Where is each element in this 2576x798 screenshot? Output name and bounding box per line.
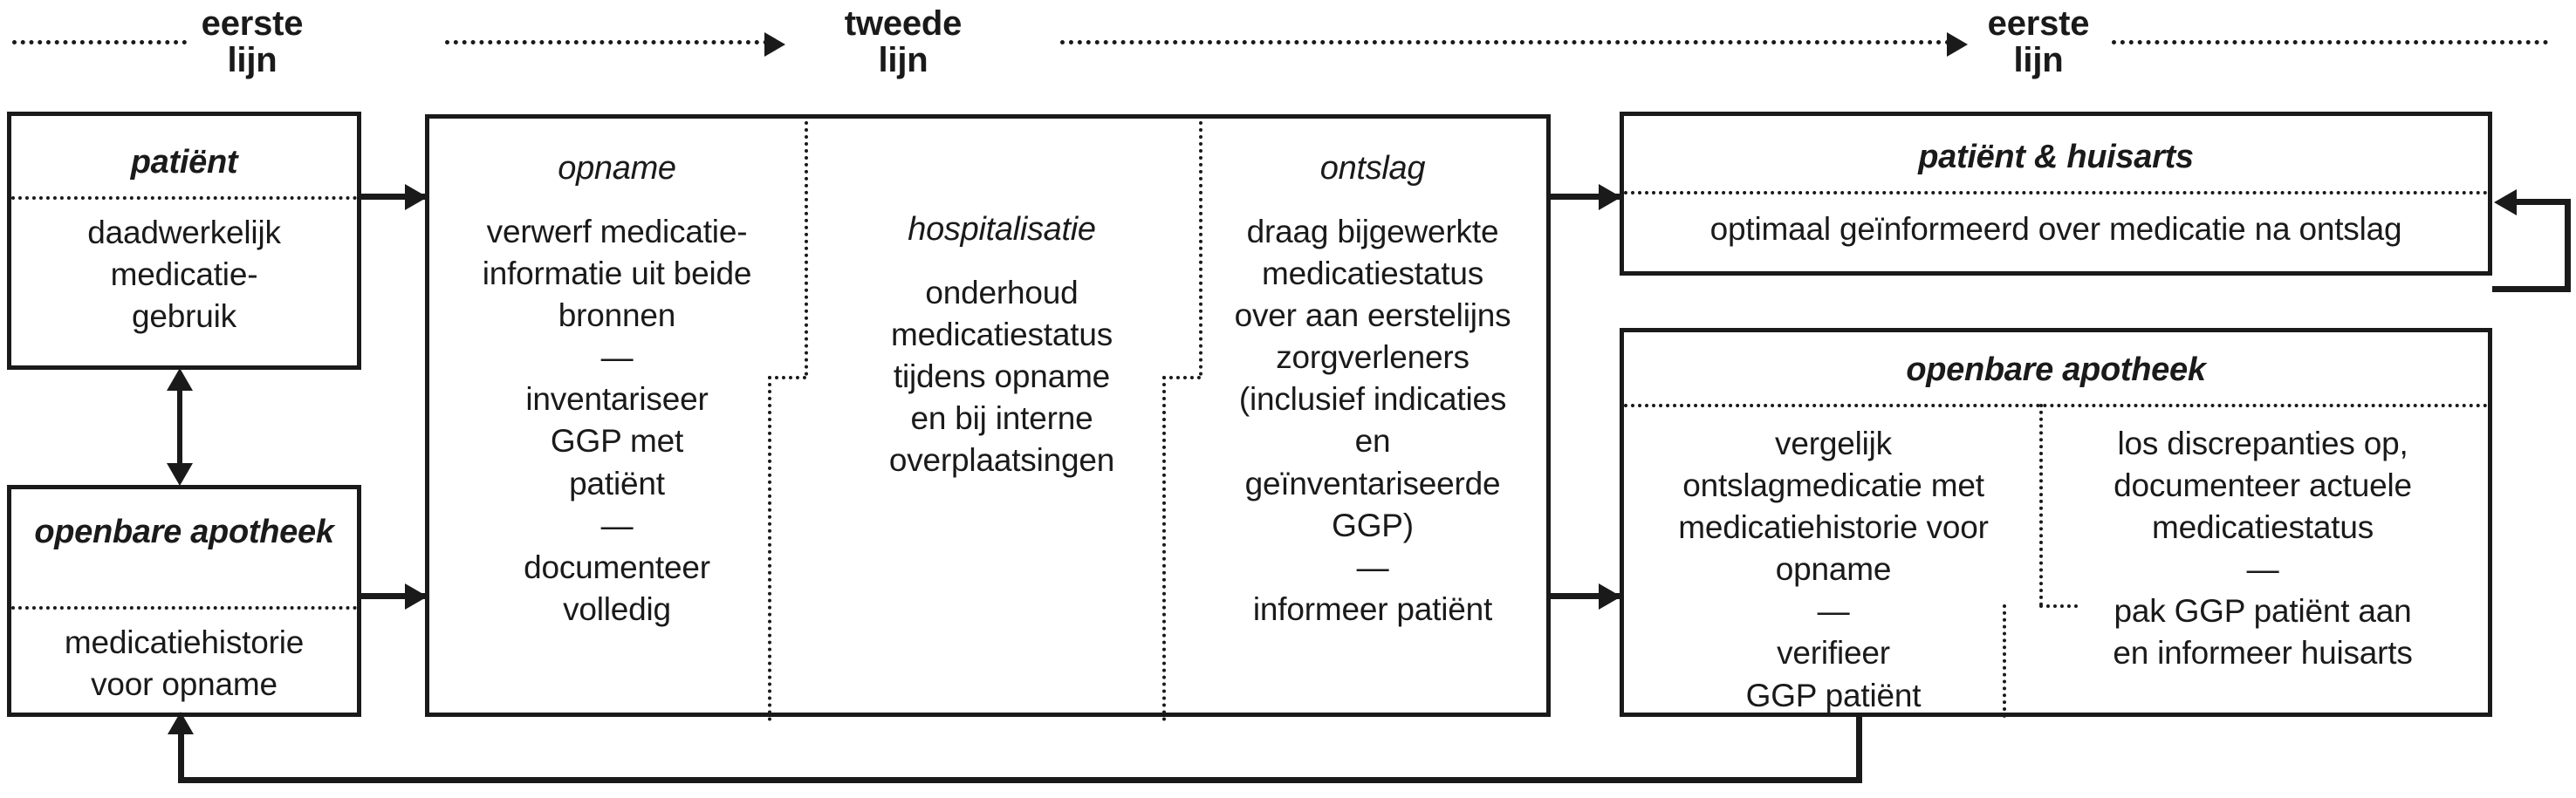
box-hospital[interactable]: opname verwerf medicatie- informatie uit… <box>425 114 1551 721</box>
connector-pharmacy-to-hospital-arrow <box>405 583 428 610</box>
hospital-col-opname-title: opname <box>558 150 676 187</box>
loop-bottom-right-vertical <box>1856 717 1862 783</box>
loop-right-bottom-seg <box>2492 286 2571 292</box>
header-rule-left-a <box>12 39 187 44</box>
hospital-col-ontslag-body: draag bijgewerkte medicatiestatus over a… <box>1234 214 1511 627</box>
connector-hospital-to-patientgp-arrow <box>1599 184 1621 210</box>
box-pharmacy-left-body: medicatiehistorie voor opname <box>64 624 305 703</box>
header-zone-middle-arrow: tweede lijn <box>445 0 1004 84</box>
hospital-col-ontslag-title: ontslag <box>1319 150 1426 187</box>
box-pharmacy-right-title: openbare apotheek <box>1906 351 2206 388</box>
box-patient-gp-body: optimaal geïnformeerd over medicatie na … <box>1709 211 2402 247</box>
box-pharmacy-right-col2-body: los discrepanties op, documenteer actuel… <box>2113 426 2413 672</box>
connector-patient-pharmacy-arrow-up <box>167 368 193 391</box>
loop-right-top-seg <box>2517 199 2571 205</box>
header-label-left: eerste lijn <box>201 4 304 79</box>
loop-bottom-arrow-into-pharmacy-left <box>168 712 194 734</box>
box-pharmacy-right-divider <box>1624 404 2488 407</box>
box-pharmacy-right-col1-body: vergelijk ontslagmedicatie met medicatie… <box>1678 426 1989 713</box>
header-label-middle: tweede lijn <box>844 4 963 79</box>
header-arrow-to-tweede <box>445 31 785 57</box>
box-patient-gp-title: patiënt & huisarts <box>1918 139 2194 175</box>
box-patient-title: patiënt <box>130 144 238 181</box>
header-label-right: eerste lijn <box>1987 4 2090 79</box>
hospital-divider-2-lower <box>1162 376 1166 721</box>
box-pharmacy-right[interactable]: openbare apotheek vergelijk ontslagmedic… <box>1620 328 2492 718</box>
loop-bottom-left-vertical <box>178 731 184 780</box>
connector-patient-to-hospital-line <box>361 194 427 200</box>
hospital-divider-2-upper <box>1199 114 1202 376</box>
hospital-col-opname-body: verwerf medicatie- informatie uit beide … <box>482 214 752 627</box>
header-arrow-to-eerste <box>1060 31 1968 57</box>
box-patient-gp-divider <box>1624 191 2488 194</box>
box-patient[interactable]: patiënt daadwerkelijk medicatie- gebruik <box>7 112 361 370</box>
connector-patient-pharmacy-line <box>177 384 182 471</box>
connector-hospital-to-pharmacyright-arrow <box>1599 583 1621 610</box>
box-patient-gp[interactable]: patiënt & huisarts optimaal geïnformeerd… <box>1620 112 2492 276</box>
pharmacy-right-divider-jog <box>2039 604 2078 608</box>
hospital-divider-1-jog <box>768 376 806 379</box>
connector-patient-pharmacy-arrow-down <box>167 463 193 486</box>
hospital-divider-1-upper <box>805 114 808 376</box>
connector-hospital-to-pharmacyright-line <box>1551 593 1620 599</box>
header-zone-left: eerste lijn <box>12 0 440 84</box>
pharmacy-right-divider-upper <box>2039 404 2043 606</box>
header-zone-right-tail <box>2112 0 2566 84</box>
box-patient-divider <box>11 196 357 200</box>
connector-patient-to-hospital-arrow <box>405 184 428 210</box>
hospital-divider-1-lower <box>768 376 771 721</box>
hospital-col-hospitalisatie-title: hospitalisatie <box>908 211 1096 248</box>
connector-hospital-to-patientgp-line <box>1551 194 1620 200</box>
loop-bottom-horizontal <box>178 777 1862 783</box>
header-rule-right-tail <box>2112 39 2548 44</box>
loop-right-arrow-into-patientgp <box>2494 189 2517 215</box>
box-pharmacy-left-title: openbare apotheek <box>34 514 334 550</box>
hospital-col-hospitalisatie-body: onderhoud medicatiestatus tijdens opname… <box>888 275 1115 479</box>
box-patient-body: daadwerkelijk medicatie- gebruik <box>87 215 281 335</box>
box-pharmacy-left[interactable]: openbare apotheek medicatiehistorie voor… <box>7 485 361 717</box>
header-zone-right-arrow: eerste lijn <box>1060 0 2090 84</box>
box-pharmacy-left-divider <box>11 606 357 610</box>
hospital-divider-2-jog <box>1162 376 1201 379</box>
loop-right-vertical-seg <box>2565 199 2571 292</box>
pharmacy-right-divider-lower <box>2003 604 2006 718</box>
connector-pharmacy-to-hospital-line <box>361 593 427 599</box>
